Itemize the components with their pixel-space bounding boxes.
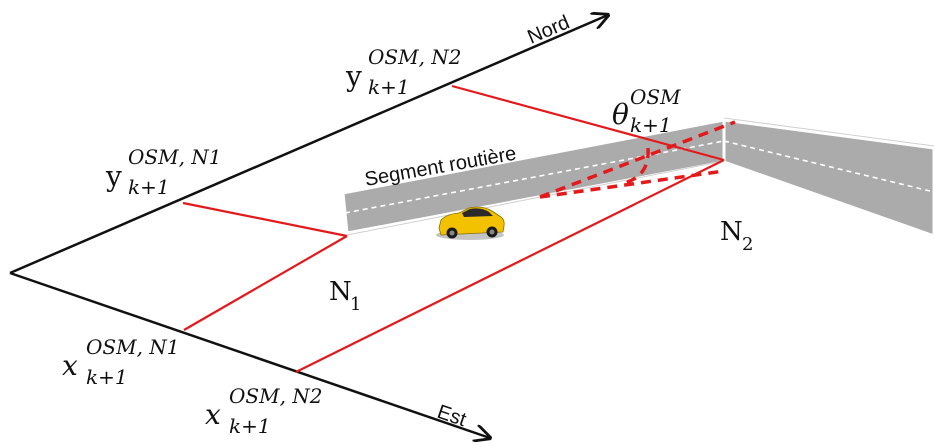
svg-text:x: x (205, 398, 221, 431)
svg-text:k+1: k+1 (630, 113, 672, 137)
proj-n2-east (295, 159, 725, 373)
x-n2-label: x OSM, N2 k+1 (205, 384, 323, 438)
north-axis-label: Nord (524, 11, 573, 48)
y-n1-label: y OSM, N1 k+1 (105, 145, 222, 199)
car-icon (436, 206, 505, 240)
road-centerline (344, 140, 725, 214)
svg-text:OSM, N2: OSM, N2 (229, 384, 323, 408)
north-axis (9, 15, 608, 275)
svg-text:1: 1 (350, 294, 361, 315)
east-axis-label: Est (434, 401, 469, 431)
svg-text:k+1: k+1 (86, 365, 128, 389)
proj-n2-north (451, 84, 725, 162)
x-n1-label: x OSM, N1 k+1 (62, 335, 180, 389)
node-n1-label: N 1 (329, 277, 361, 315)
svg-text:2: 2 (742, 234, 753, 255)
svg-text:y: y (105, 160, 122, 193)
heading-theta-label: θ OSM k+1 (612, 85, 681, 137)
svg-text:y: y (345, 60, 362, 93)
east-axis (9, 271, 490, 438)
svg-text:θ: θ (612, 98, 629, 131)
projection-lines (182, 84, 725, 373)
svg-text:x: x (62, 349, 78, 382)
svg-text:N: N (329, 277, 352, 307)
proj-n1-north (182, 201, 348, 238)
svg-text:OSM: OSM (630, 85, 681, 109)
svg-text:OSM, N1: OSM, N1 (128, 145, 222, 169)
svg-text:k+1: k+1 (229, 414, 271, 438)
svg-text:k+1: k+1 (128, 175, 170, 199)
y-n2-label: y OSM, N2 k+1 (345, 45, 462, 99)
road-centerline-2 (723, 140, 934, 193)
svg-text:k+1: k+1 (368, 75, 410, 99)
heading-angle-lines (539, 120, 736, 199)
road-segment-2 (722, 117, 934, 238)
proj-n1-east (183, 235, 348, 331)
svg-text:N: N (720, 217, 743, 247)
node-n2-label: N 2 (720, 217, 753, 255)
svg-text:OSM, N2: OSM, N2 (368, 45, 462, 69)
svg-text:OSM, N1: OSM, N1 (86, 335, 180, 359)
